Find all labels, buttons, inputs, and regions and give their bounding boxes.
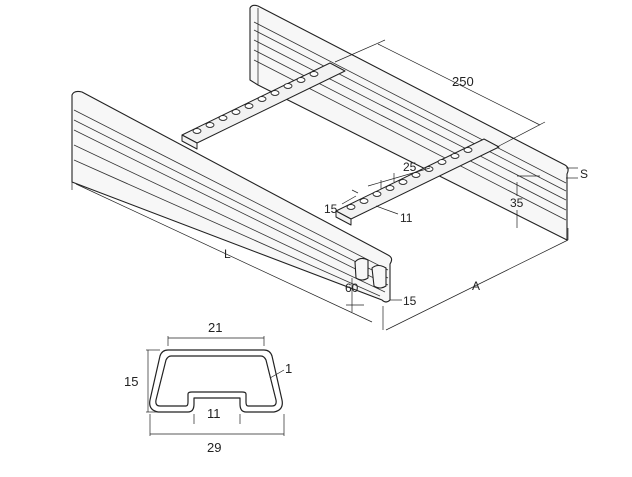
label-11-hole: 11 bbox=[400, 211, 413, 225]
label-35: 35 bbox=[510, 196, 524, 210]
label-15-hole: 15 bbox=[324, 202, 338, 216]
profile-label-1: 1 bbox=[285, 361, 292, 376]
rail-profile-section bbox=[149, 349, 283, 413]
profile-label-21: 21 bbox=[208, 320, 222, 335]
profile-label-15: 15 bbox=[124, 374, 138, 389]
rung-far bbox=[181, 62, 346, 150]
label-15-flange: 15 bbox=[403, 294, 417, 308]
rung-far-holes bbox=[192, 71, 319, 134]
label-25: 25 bbox=[403, 160, 417, 174]
label-250: 250 bbox=[452, 74, 474, 89]
rung-near bbox=[335, 138, 500, 226]
front-side-rail bbox=[71, 90, 393, 303]
label-a: A bbox=[472, 279, 480, 293]
dimension-lines bbox=[71, 39, 578, 331]
rung-near-holes bbox=[346, 147, 473, 210]
profile-label-29: 29 bbox=[207, 440, 221, 455]
label-s: S bbox=[580, 167, 588, 181]
profile-label-11: 11 bbox=[207, 406, 221, 421]
label-l: L bbox=[224, 247, 231, 261]
label-60: 60 bbox=[345, 281, 359, 295]
profile-dimension-lines bbox=[146, 336, 285, 436]
